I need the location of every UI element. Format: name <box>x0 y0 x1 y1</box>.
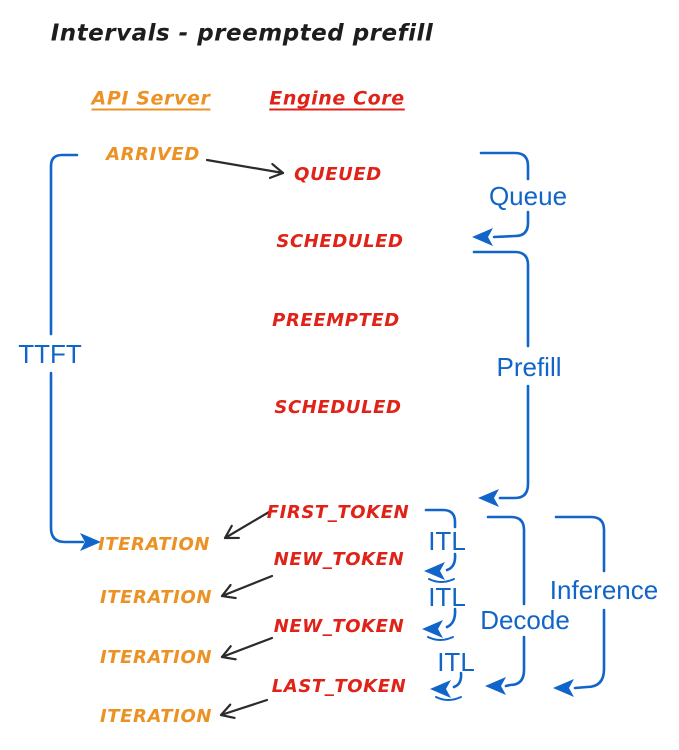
event-last-token: LAST_TOKEN <box>271 676 407 697</box>
interval-label-inference: Inference <box>549 575 659 605</box>
interval-label-decode: Decode <box>480 605 570 635</box>
queue-bracket <box>472 151 530 246</box>
itl-1-bracket <box>424 508 457 583</box>
prefill-arrowhead-icon <box>478 489 499 507</box>
itl-3-bracket <box>430 671 463 701</box>
event-arrived: ARRIVED <box>106 144 200 165</box>
event-scheduled-2: SCHEDULED <box>274 397 402 418</box>
event-scheduled-1: SCHEDULED <box>276 231 404 252</box>
event-first-token: FIRST_TOKEN <box>266 502 410 523</box>
ttft-arrowhead-icon <box>80 533 101 551</box>
itl-2-arrowhead-icon <box>422 620 443 638</box>
arrow-first-token-to-iteration-1 <box>223 510 271 540</box>
event-preempted: PREEMPTED <box>272 310 400 331</box>
event-iteration-4: ITERATION <box>99 706 213 727</box>
ttft-bracket <box>49 153 101 551</box>
interval-label-prefill: Prefill <box>496 352 562 382</box>
interval-label-itl-1: ITL <box>428 526 466 556</box>
arrow-new-token-2-to-iteration-3 <box>220 636 274 657</box>
interval-label-itl-2: ITL <box>428 582 466 612</box>
event-iteration-3: ITERATION <box>99 647 213 668</box>
event-new-token-2: NEW_TOKEN <box>273 616 405 637</box>
decode-bracket <box>485 515 526 695</box>
itl-2-bracket <box>422 607 457 641</box>
queue-arrowhead-icon <box>472 228 493 246</box>
column-header-api-server: API Server <box>91 87 211 110</box>
event-iteration-1: ITERATION <box>97 534 211 555</box>
prefill-bracket <box>472 250 530 507</box>
inference-bracket <box>553 515 606 697</box>
decode-arrowhead-icon <box>485 677 506 695</box>
page-title: Intervals - preempted prefill <box>50 20 434 47</box>
event-queued: QUEUED <box>294 164 382 185</box>
itl-1-arrowhead-icon <box>424 562 445 580</box>
event-new-token-1: NEW_TOKEN <box>273 549 405 570</box>
column-header-engine-core: Engine Core <box>269 87 405 110</box>
interval-label-ttft: TTFT <box>18 339 82 369</box>
arrow-new-token-1-to-iteration-2 <box>220 574 274 596</box>
arrow-arrived-to-queued <box>205 158 285 173</box>
arrow-last-token-to-iteration-4 <box>219 698 269 715</box>
event-iteration-2: ITERATION <box>99 587 213 608</box>
interval-label-queue: Queue <box>488 181 568 211</box>
inference-arrowhead-icon <box>553 679 574 697</box>
interval-label-itl-3: ITL <box>437 647 475 677</box>
itl-3-arrowhead-icon <box>430 680 451 698</box>
